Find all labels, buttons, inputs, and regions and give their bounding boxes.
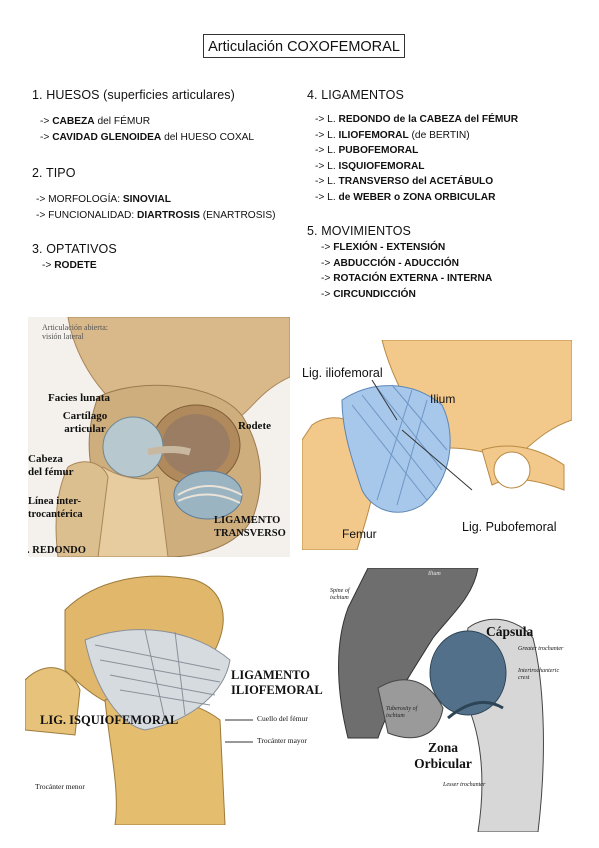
isquiofemoral-illustration	[25, 570, 325, 825]
list-item: -> CIRCUNDICCIÓN	[321, 288, 416, 300]
list-item: -> L. ISQUIOFEMORAL	[315, 160, 425, 172]
label-cuello-femur: Cuello del fémur	[257, 714, 308, 723]
list-item: -> FLEXIÓN - EXTENSIÓN	[321, 242, 446, 253]
label-zona-orbicular: Zona Orbicular	[414, 740, 472, 771]
list-item: -> CABEZA del FÉMUR	[40, 116, 151, 127]
list-item: -> MORFOLOGÍA: SINOVIAL	[36, 194, 172, 205]
figure-iliofemoral: Lig. iliofemoral Ilium Femur Lig. Pubofe…	[302, 340, 572, 550]
label-capsula: Cápsula	[486, 624, 534, 639]
section-tipo: 2. TIPO -> MORFOLOGÍA: SINOVIAL -> FUNCI…	[32, 166, 276, 223]
label-cabeza-femur: Cabeza del fémur	[28, 453, 74, 478]
label-linea-intertrocanterica: Línea inter-trocantérica	[28, 496, 83, 520]
section-heading: 2. TIPO	[32, 166, 76, 180]
section-heading: 1. HUESOS (superficies articulares)	[32, 88, 235, 102]
list-item: -> L. PUBOFEMORAL	[315, 145, 419, 156]
label-lesser-trochanter: Lesser trochanter	[443, 782, 486, 788]
label-lig-iliofemoral: Lig. iliofemoral	[302, 366, 383, 380]
list-item: -> L. REDONDO de la CABEZA del FÉMUR	[315, 114, 519, 125]
list-item: -> ABDUCCIÓN - ADUCCIÓN	[321, 257, 460, 269]
list-item: -> RODETE	[42, 260, 97, 271]
hip-joint-illustration	[28, 317, 290, 557]
label-rodete: Rodete	[238, 420, 271, 432]
label-spine-ischium: Spine of ischium	[330, 588, 350, 601]
label-l-redondo: L. REDONDO	[28, 545, 86, 556]
label-ilium: Ilium	[430, 392, 456, 406]
list-item: -> FUNCIONALIDAD: DIARTROSIS (ENARTROSIS…	[36, 209, 276, 221]
section-optativos: 3. OPTATIVOS -> RODETE	[32, 242, 117, 274]
iliofemoral-illustration	[302, 340, 572, 550]
figure-caption: Articulación abierta: visión lateral	[42, 323, 108, 341]
section-ligamentos: 4. LIGAMENTOS -> L. REDONDO de la CABEZA…	[307, 88, 518, 205]
section-movimientos: 5. MOVIMIENTOS -> FLEXIÓN - EXTENSIÓN ->…	[307, 224, 492, 302]
section-heading: 5. MOVIMIENTOS	[307, 224, 411, 238]
figure-open-joint: Articulación abierta: visión lateral Fac…	[28, 317, 290, 557]
figure-capsula: Spine of ischium Cápsula Greater trochan…	[328, 568, 578, 832]
list-item: -> L. TRANSVERSO del ACETÁBULO	[315, 176, 494, 187]
capsula-illustration	[328, 568, 578, 832]
label-facies-lunata: Facies lunata	[48, 392, 111, 404]
section-heading: 4. LIGAMENTOS	[307, 88, 404, 102]
section-heading: 3. OPTATIVOS	[32, 242, 117, 256]
label-ligamento-iliofemoral: LIGAMENTO ILIOFEMORAL	[231, 668, 323, 697]
page-title: Articulación COXOFEMORAL	[203, 34, 405, 58]
list-item: -> CAVIDAD GLENOIDEA del HUESO COXAL	[40, 131, 255, 143]
label-ilium-fig4: Ilium	[428, 571, 441, 577]
list-item: -> L. de WEBER o ZONA ORBICULAR	[315, 191, 496, 203]
list-item: -> L. ILIOFEMORAL (de BERTIN)	[315, 129, 470, 141]
label-tuberosity-ischium: Tuberosity of ischium	[386, 706, 418, 719]
figure-isquiofemoral: LIGAMENTO ILIOFEMORAL LIG. ISQUIOFEMORAL…	[25, 570, 325, 825]
label-intertrochanteric-crest: Intertrochanteric crest	[518, 668, 560, 681]
list-item: -> ROTACIÓN EXTERNA - INTERNA	[321, 273, 493, 284]
label-ligamento-transverso: LIGAMENTO TRANSVERSO	[214, 515, 286, 539]
label-trocanter-menor: Trocánter menor	[35, 782, 85, 791]
label-lig-pubofemoral: Lig. Pubofemoral	[462, 520, 557, 534]
label-greater-trochanter: Greater trochanter	[518, 646, 564, 652]
label-trocanter-mayor: Trocánter mayor	[257, 736, 307, 745]
section-huesos: 1. HUESOS (superficies articulares) -> C…	[32, 88, 254, 145]
label-cartilago: Cartílago articular	[62, 410, 108, 435]
label-femur: Femur	[342, 527, 377, 541]
label-lig-isquiofemoral: LIG. ISQUIOFEMORAL	[40, 713, 179, 727]
